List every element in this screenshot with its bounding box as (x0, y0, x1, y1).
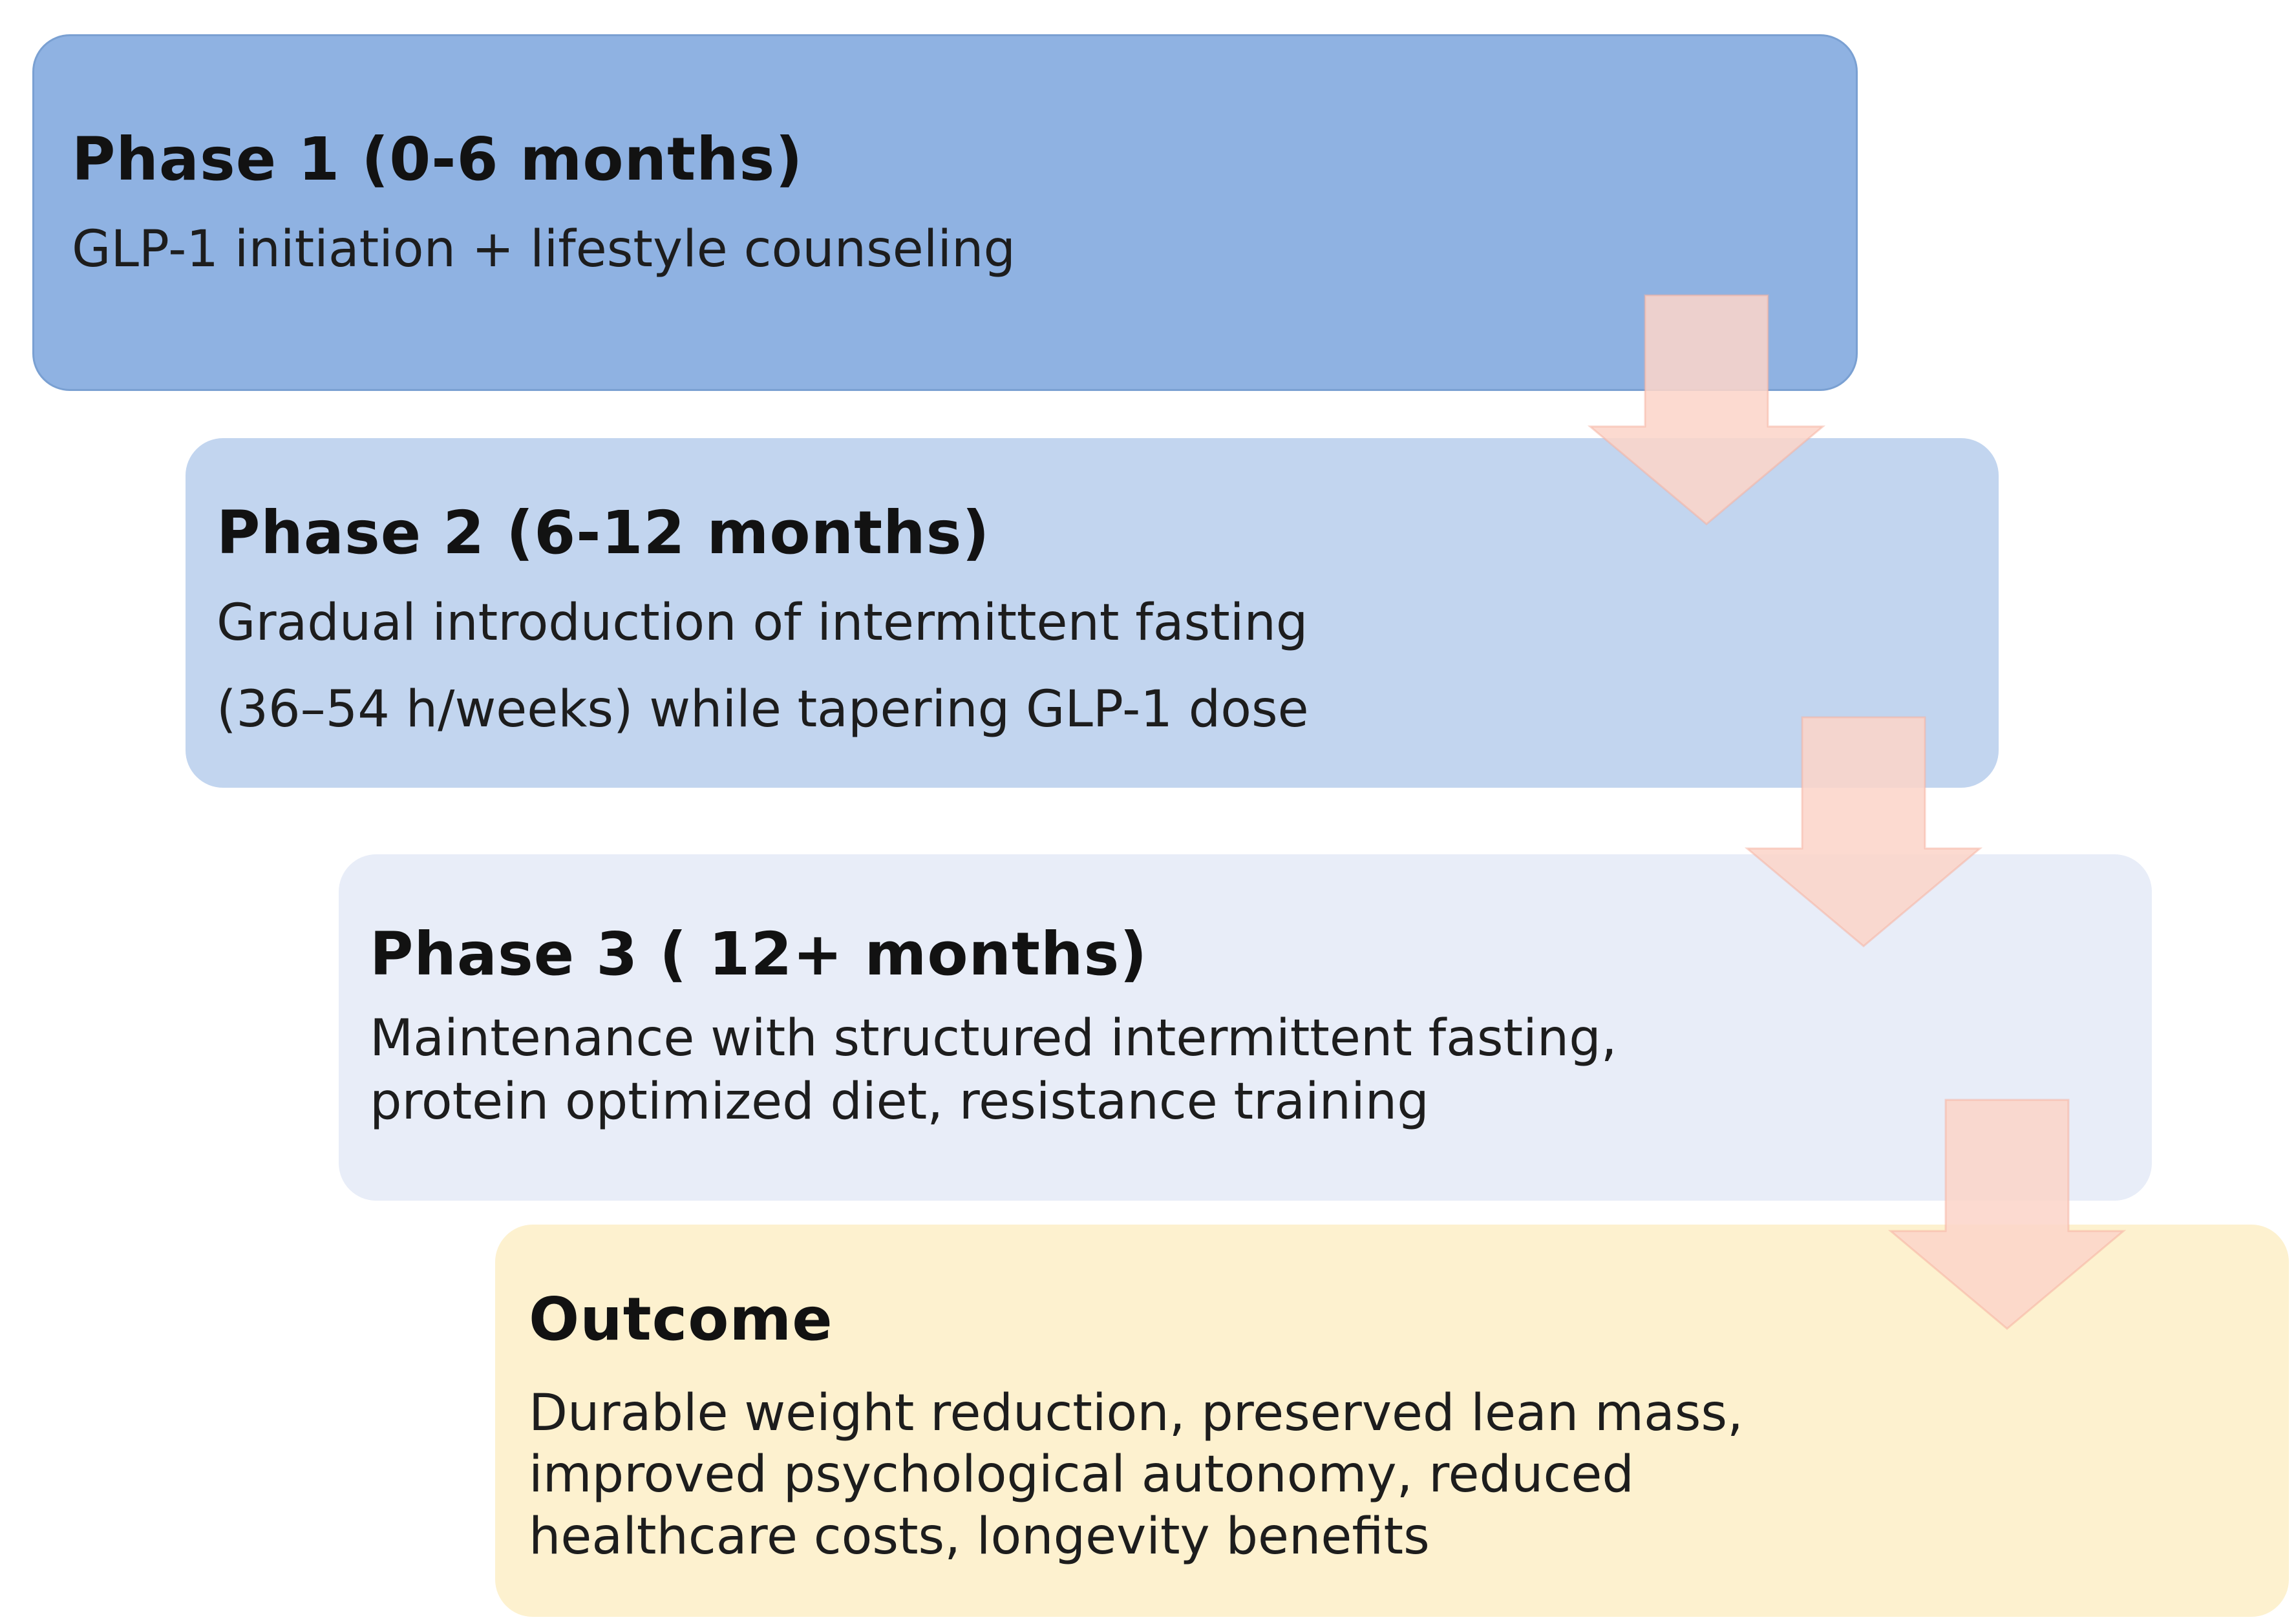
phase-1-title: Phase 1 (0-6 months) (72, 125, 803, 194)
down-arrow-icon (1587, 294, 1826, 525)
outcome-body: Durable weight reduction, preserved lean… (529, 1383, 2250, 1567)
phase-2-line: Gradual introduction of intermittent fas… (217, 594, 1308, 653)
outcome-line: healthcare costs, longevity benefits (529, 1507, 1430, 1566)
outcome-line: Durable weight reduction, preserved lean… (529, 1384, 1743, 1443)
outcome-line: improved psychological autonomy, reduced (529, 1446, 1634, 1504)
phase-1-line: GLP-1 initiation + lifestyle counseling (72, 220, 1015, 279)
phase-3-line: protein optimized diet, resistance train… (370, 1072, 1429, 1131)
down-arrow-icon (1744, 716, 1983, 947)
phase-3-title: Phase 3 ( 12+ months) (370, 920, 1148, 989)
phase-1-box: Phase 1 (0-6 months) GLP-1 initiation + … (32, 34, 1858, 391)
phase-3-body: Maintenance with structured intermittent… (370, 1007, 2113, 1133)
outcome-title: Outcome (529, 1285, 833, 1354)
phase-1-body: GLP-1 initiation + lifestyle counseling (72, 220, 1817, 279)
phase-2-line: (36–54 h/weeks) while tapering GLP-1 dos… (217, 680, 1309, 739)
phase-3-line: Maintenance with structured intermittent… (370, 1009, 1617, 1068)
down-arrow-icon (1887, 1099, 2127, 1330)
phase-2-body: Gradual introduction of intermittent fas… (217, 594, 1960, 739)
phase-2-title: Phase 2 (6-12 months) (217, 498, 990, 567)
